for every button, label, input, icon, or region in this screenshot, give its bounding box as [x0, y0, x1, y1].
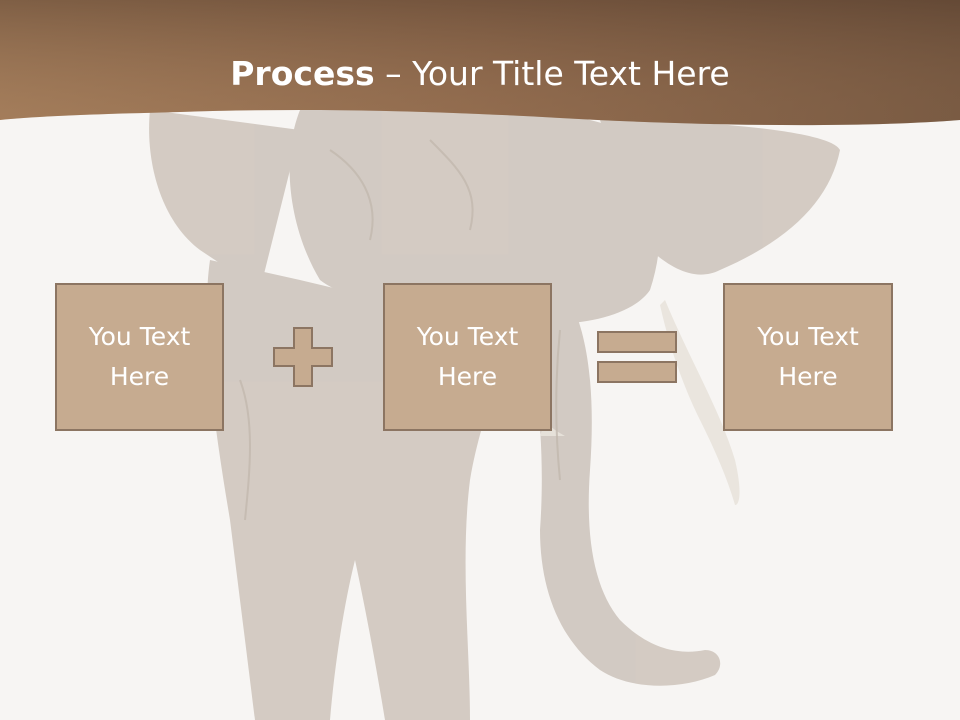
title-rest-text: – Your Title Text Here: [374, 54, 730, 93]
process-box-2[interactable]: You Text Here: [383, 283, 552, 431]
equals-icon: [597, 331, 677, 383]
header-banner: [0, 0, 960, 126]
process-box-1-text: You Text Here: [88, 322, 191, 391]
plus-icon: [273, 327, 333, 387]
process-box-2-text: You Text Here: [416, 322, 519, 391]
process-box-1[interactable]: You Text Here: [55, 283, 224, 431]
title-bold-text: Process: [230, 54, 375, 93]
slide-title: Process – Your Title Text Here: [0, 52, 960, 96]
process-box-3-text: You Text Here: [757, 322, 859, 391]
process-box-3[interactable]: You Text Here: [723, 283, 893, 431]
